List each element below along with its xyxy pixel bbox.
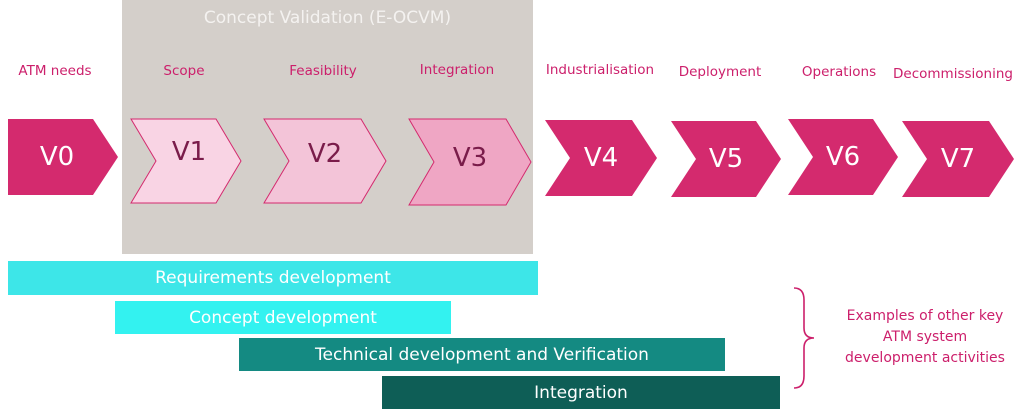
chevron-v4: V4 (545, 120, 657, 196)
chevron-v3-code: V3 (452, 143, 488, 173)
chevron-v2: V2 (263, 118, 387, 204)
activity-label-integration: Integration (534, 382, 628, 403)
chevron-v1-code: V1 (171, 137, 207, 167)
curly-bracket-icon (793, 287, 815, 389)
phase-label-v1: Scope (163, 63, 205, 79)
side-note-line-3: development activities (845, 350, 1005, 366)
chevron-v0-code: V0 (39, 142, 75, 172)
phase-label-v4: Industrialisation (545, 62, 655, 78)
activity-bar-integration: Integration (382, 376, 780, 409)
side-note-line-2: ATM system (882, 329, 968, 345)
chevron-v6-code: V6 (825, 142, 861, 172)
phase-label-v2: Feasibility (289, 63, 357, 79)
chevron-v7: V7 (902, 121, 1014, 197)
phase-label-v5: Deployment (678, 64, 762, 80)
activity-label-concept: Concept development (189, 307, 377, 328)
chevron-v7-code: V7 (940, 144, 976, 174)
activity-bar-technical: Technical development and Verification (239, 338, 725, 371)
chevron-v2-code: V2 (307, 139, 343, 169)
chevron-v3: V3 (408, 118, 532, 206)
activity-bar-requirements: Requirements development (8, 261, 538, 295)
chevron-v6: V6 (788, 119, 898, 195)
chevron-v5-code: V5 (708, 144, 744, 174)
phase-label-v7: Decommissioning (893, 66, 1013, 82)
phase-label-v6: Operations (801, 64, 877, 80)
chevron-v4-code: V4 (583, 143, 619, 173)
chevron-v0: V0 (8, 119, 118, 195)
side-note: Examples of other key ATM system develop… (830, 306, 1020, 369)
chevron-v1: V1 (130, 118, 242, 204)
phase-label-v3: Integration (419, 62, 495, 78)
chevron-v5: V5 (671, 121, 781, 197)
activity-label-requirements: Requirements development (155, 268, 391, 288)
side-note-line-1: Examples of other key (846, 308, 1004, 324)
concept-validation-title: Concept Validation (E-OCVM) (203, 8, 452, 28)
phase-label-v0: ATM needs (18, 63, 92, 79)
activity-bar-concept: Concept development (115, 301, 451, 334)
activity-label-technical: Technical development and Verification (315, 344, 649, 365)
